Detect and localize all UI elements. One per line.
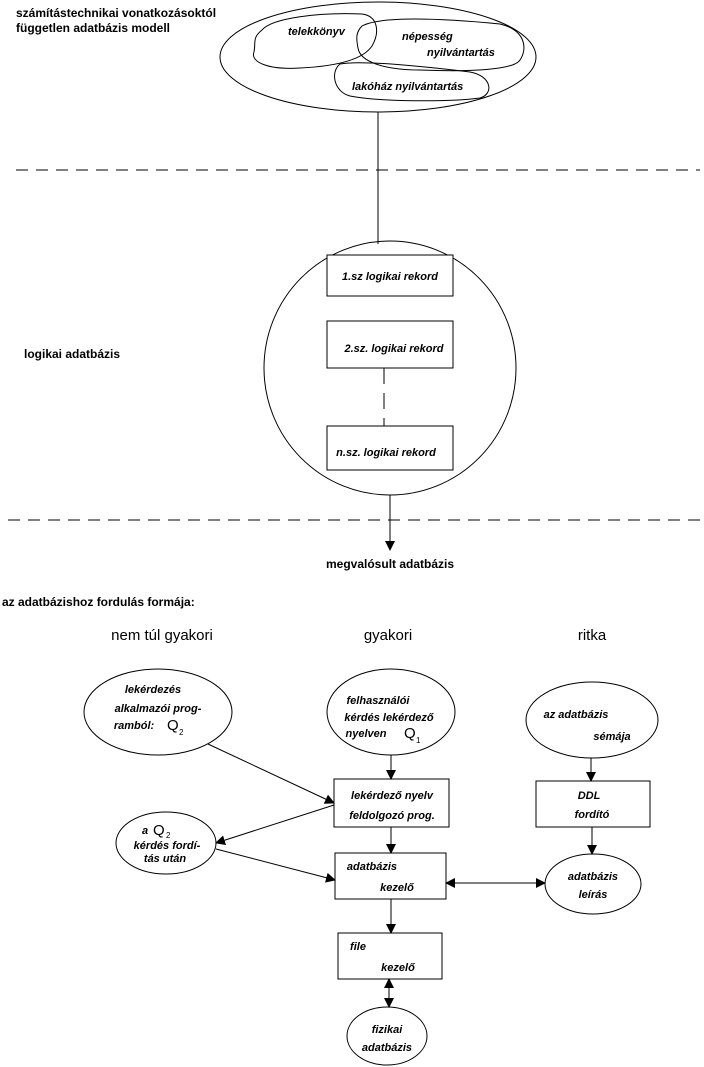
compiled-line2: kérdés fordí- xyxy=(134,840,201,852)
db-manager-line2: kezelő xyxy=(380,882,414,894)
query-processor-line1: lekérdező nyelv xyxy=(351,790,434,802)
user-query-line2: kérdés lekérdező xyxy=(344,712,434,724)
physical-db-ellipse xyxy=(346,1006,428,1066)
ddl-line1: DDL xyxy=(578,790,601,802)
db-description-line2: leírás xyxy=(579,889,608,901)
blob-lakohaz-label: lakóház nyilvántartás xyxy=(352,81,463,93)
query-processor-line2: feldolgozó prog. xyxy=(349,810,435,822)
app-query-line1: lekérdezés xyxy=(125,684,181,696)
file-manager-line2: kezelő xyxy=(381,962,415,974)
record-2-label: 2.sz. logikai rekord xyxy=(343,343,443,355)
model-title-line2: független adatbázis modell xyxy=(16,21,170,35)
column-header-rare: ritka xyxy=(578,627,607,644)
record-2-box xyxy=(326,320,454,369)
realized-db-label: megvalósult adatbázis xyxy=(326,557,454,571)
blob-telekonyv-label: telekkönyv xyxy=(288,26,346,38)
q2-subscript: 2 xyxy=(179,728,184,737)
nepesseg-region xyxy=(356,18,525,72)
user-query-line1: felhasználói xyxy=(347,695,411,707)
file-manager-box xyxy=(337,932,443,980)
compiled-q-symbol: Q xyxy=(153,822,165,839)
app-query-line3: ramból: xyxy=(114,720,155,732)
q2-symbol: Q xyxy=(167,717,179,734)
user-query-line3: nyelven xyxy=(346,728,387,740)
blob-nepesseg-label: népesség xyxy=(402,31,453,43)
blob-nyilvantartas-label: nyilvántartás xyxy=(427,47,495,59)
db-manager-line1: adatbázis xyxy=(347,861,397,873)
logical-db-label: logikai adatbázis xyxy=(24,347,120,361)
compiled-line3: tás után xyxy=(144,853,186,865)
physical-db-line2: adatbázis xyxy=(362,1042,412,1054)
schema-ellipse xyxy=(525,681,659,759)
record-n-box xyxy=(326,425,454,471)
db-manager-box xyxy=(334,852,447,900)
db-description-line1: adatbázis xyxy=(568,871,618,883)
record-n-label: n.sz. logikai rekord xyxy=(336,447,436,459)
compiled-q-subscript: 2 xyxy=(166,831,171,840)
ddl-line2: fordító xyxy=(575,809,610,821)
access-forms-title: az adatbázishoz fordulás formája: xyxy=(2,595,195,609)
query-processor-box xyxy=(333,778,450,828)
column-header-frequent: gyakori xyxy=(364,627,412,644)
processor-to-compiled-arrow xyxy=(215,804,335,846)
compiled-line1-a: a xyxy=(142,825,148,837)
app-query-ellipse xyxy=(83,668,233,756)
physical-db-line1: fizikai xyxy=(372,1024,404,1036)
record-1-box xyxy=(326,254,454,297)
app-query-line2: alkalmazói prog- xyxy=(115,703,202,715)
record-1-label: 1.sz logikai rekord xyxy=(342,271,438,283)
compiled-to-dbmanager-arrow xyxy=(215,848,336,883)
telekkonyv-region xyxy=(253,13,378,69)
column-header-infrequent: nem túl gyakori xyxy=(111,627,213,644)
ddl-compiler-box xyxy=(535,780,651,828)
app-query-to-processor-arrow xyxy=(207,743,335,804)
db-description-ellipse xyxy=(544,853,642,915)
q1-subscript: 1 xyxy=(416,736,421,745)
model-title-line1: számítástechnikai vonatkozásoktól xyxy=(16,6,216,20)
schema-line2: sémája xyxy=(593,731,630,743)
lakohaz-region xyxy=(334,62,490,102)
file-manager-line1: file xyxy=(350,941,366,953)
q1-symbol: Q xyxy=(404,725,416,742)
schema-line1: az adatbázis xyxy=(544,709,609,721)
